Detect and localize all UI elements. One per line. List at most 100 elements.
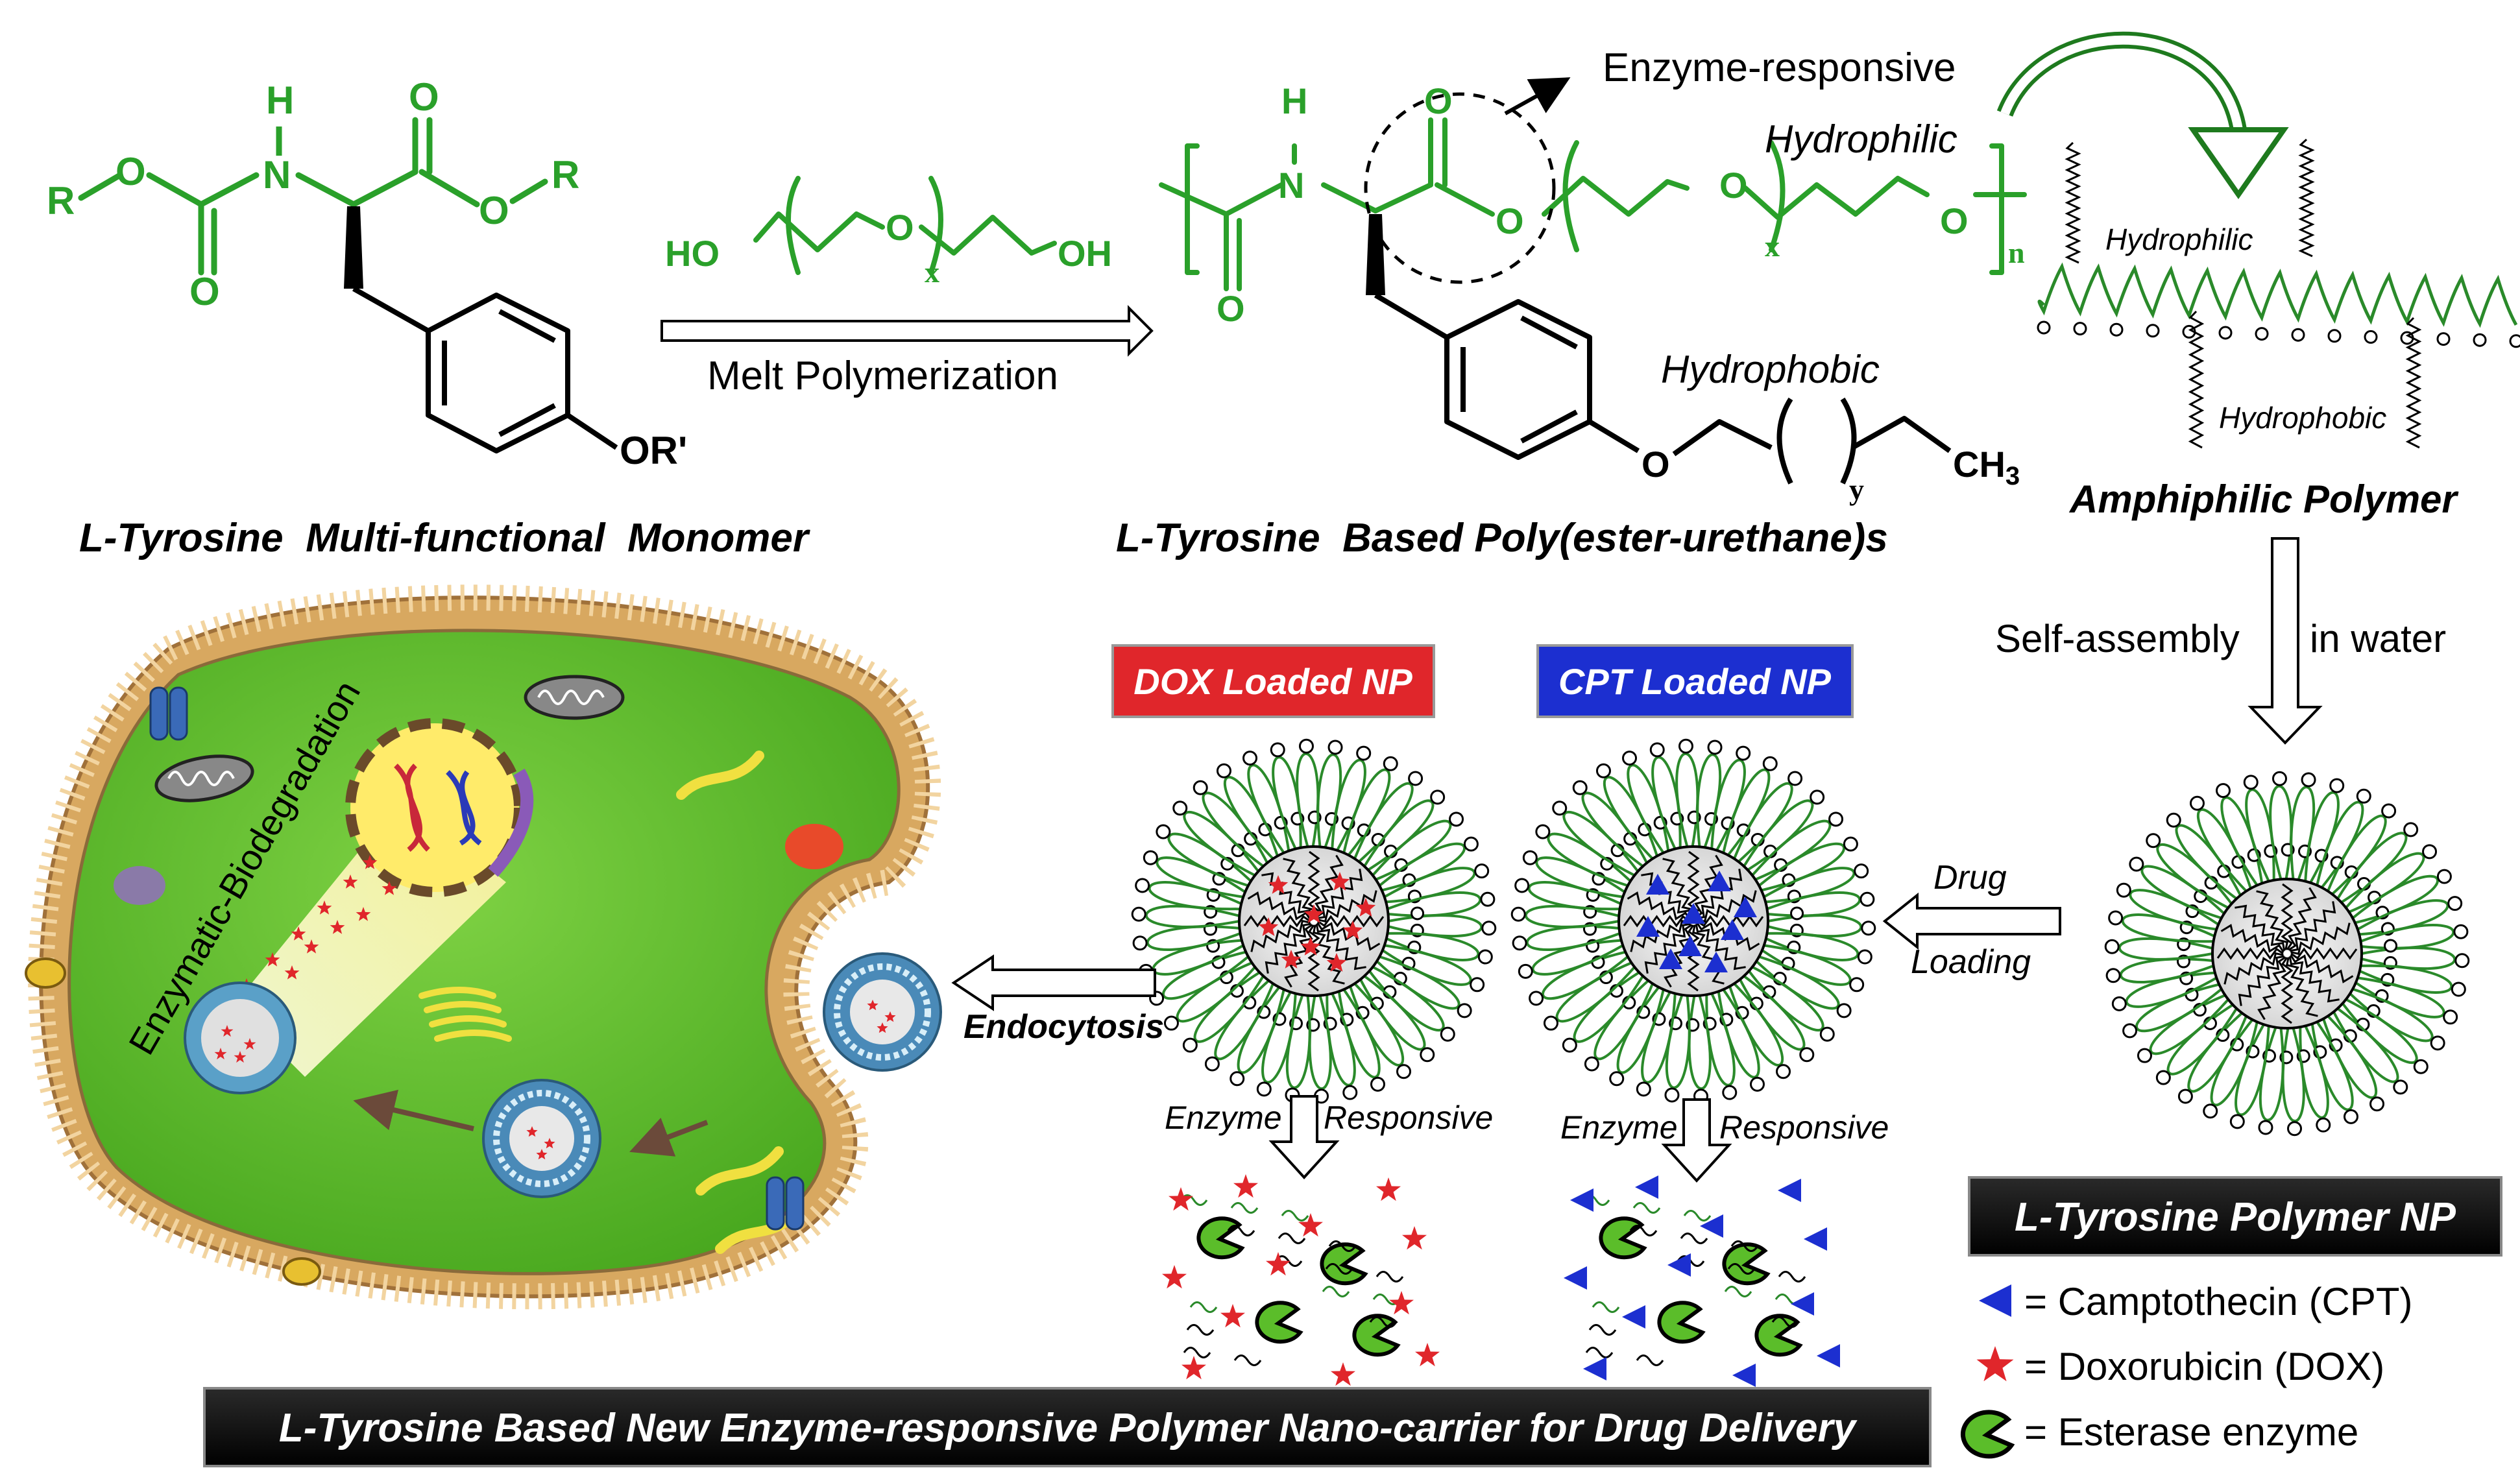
membrane-receptor <box>282 1257 321 1286</box>
vesicle-entering-ring <box>834 963 931 1061</box>
polymer-side-chain <box>2065 141 2081 264</box>
esterase-enzyme <box>1196 1216 1245 1260</box>
polymer-fragment <box>1186 1324 1215 1336</box>
vesicle-drug <box>544 1138 555 1149</box>
np-core-chain <box>1243 915 1311 928</box>
melt-polymerization-arrow <box>660 305 1154 357</box>
np-shell-bead <box>2384 939 2398 953</box>
monomer-atom-o-ester: O <box>479 189 509 232</box>
np-shell-bead <box>1163 1015 1179 1031</box>
dox-drug-star <box>1326 953 1347 972</box>
golgi-stack <box>418 987 496 999</box>
polymer-atom-o-top: O <box>1424 80 1453 121</box>
endoplasmic-reticulum <box>488 768 534 877</box>
polymer-fragment <box>1636 1355 1664 1366</box>
polymer-fragment <box>1233 1355 1262 1366</box>
np-shell-bead <box>1836 1003 1852 1018</box>
released-dox-star <box>1266 1252 1290 1276</box>
np-label-box <box>1968 1176 2502 1257</box>
diol-o: O <box>886 207 914 248</box>
cell-illustration: Enzymatic-Biodegradation <box>25 584 942 1310</box>
endosome-drug <box>214 1048 227 1060</box>
endocytosis-arrow <box>951 954 1156 1011</box>
polymer-fragment <box>1585 1347 1614 1358</box>
np-shell-bead <box>2369 1096 2385 1112</box>
polymer-bead <box>2073 322 2087 336</box>
polymer-y: y <box>1849 473 1864 506</box>
np-shell-bead <box>2422 844 2438 860</box>
np-shell-bead <box>2155 1070 2171 1085</box>
polymer-fragment <box>1227 1225 1255 1236</box>
polymer-bead <box>2146 324 2160 338</box>
polymer-fragment <box>1588 1324 1617 1336</box>
cpt-drug-triangle <box>1704 952 1728 972</box>
np-shell-bead <box>2166 812 2181 828</box>
drug-loading-label-1: Drug <box>1933 859 2007 897</box>
np-shell-bead <box>1356 745 1372 761</box>
monomer-atom-r2: R <box>551 153 579 197</box>
empty-nanoparticle <box>2104 771 2470 1137</box>
cpt-enzyme-arrow <box>1661 1098 1732 1183</box>
np-core-chain <box>2257 956 2286 1020</box>
np-shell-bead <box>1512 935 1527 951</box>
polymer-ch3: CH3 <box>1953 444 2020 490</box>
diol-structure <box>753 176 1057 275</box>
np-core-chain <box>1247 891 1311 921</box>
np-core-chain <box>2288 956 2340 1003</box>
transport-arrow <box>353 1089 474 1131</box>
np-shell-bead <box>1790 906 1804 921</box>
np-shell-bead <box>1622 751 1638 766</box>
np-shell-bead <box>1411 906 1425 921</box>
polymer-hydrophilic-label: Hydrophilic <box>1765 117 1957 161</box>
np-shell-loop <box>1766 891 1861 917</box>
np-shell-bead <box>1736 745 1751 761</box>
np-shell-bead <box>2137 1048 2152 1063</box>
drug-loading-label-2: Loading <box>1911 943 2031 981</box>
np-shell-bead <box>2243 775 2259 790</box>
np-core-chain <box>1662 858 1695 918</box>
np-shell-bead <box>2453 924 2469 939</box>
np-shell-bead <box>2189 795 2205 811</box>
np-shell-bead <box>1543 1015 1558 1031</box>
membrane-receptor <box>25 957 66 989</box>
np-core-chain <box>2216 947 2284 960</box>
np-shell-bead <box>1572 780 1588 795</box>
diol-oh: OH <box>1058 233 1112 274</box>
np-core-chain <box>1644 922 1691 974</box>
melt-polymerization-label: Melt Polymerization <box>707 354 1058 398</box>
np-shell-bead <box>1449 812 1464 827</box>
enzyme-responsive-arrow <box>1504 77 1571 115</box>
np-core-chain <box>1623 915 1690 928</box>
np-core-chain <box>2290 947 2358 960</box>
np-shell-bead <box>1854 863 1869 879</box>
polymer-stereo-wedge <box>1366 214 1385 295</box>
endosome-drug <box>221 1025 234 1037</box>
polymer-bead <box>2255 327 2269 341</box>
np-shell-bead <box>1562 1037 1577 1053</box>
np-shell-bead <box>1481 921 1497 936</box>
np-label: L-Tyrosine Polymer NP <box>2015 1195 2456 1240</box>
polymer-fragment <box>1183 1347 1211 1358</box>
dox-loaded-np-box <box>1111 644 1435 718</box>
cpt-enzyme-label: Enzyme <box>1560 1109 1678 1146</box>
np-core-chain <box>1307 924 1320 992</box>
np-core-chain <box>1630 919 1690 952</box>
np-shell-bead <box>1298 738 1314 754</box>
np-shell-bead <box>1440 1026 1455 1042</box>
np-shell-bead <box>1396 1064 1412 1079</box>
np-shell-bead <box>2447 896 2463 911</box>
np-core-chain <box>2289 901 2336 952</box>
released-dox-star <box>1169 1187 1193 1211</box>
np-shell-bead <box>1256 1081 1272 1097</box>
cpt-drug-triangle <box>1721 919 1744 940</box>
np-shell-bead <box>1762 756 1778 771</box>
np-core-chain <box>1315 854 1344 919</box>
np-shell-bead <box>1216 763 1231 778</box>
released-cpt-triangle <box>1732 1364 1756 1387</box>
curved-transform-arrow <box>1996 31 2247 132</box>
legend-cpt-text: = Camptothecin (CPT) <box>2024 1280 2413 1323</box>
legend-esterase-pacman-icon <box>1960 1410 2015 1459</box>
np-shell-bead <box>1722 1085 1738 1100</box>
self-assembly-label: Self-assembly <box>1995 617 2240 660</box>
